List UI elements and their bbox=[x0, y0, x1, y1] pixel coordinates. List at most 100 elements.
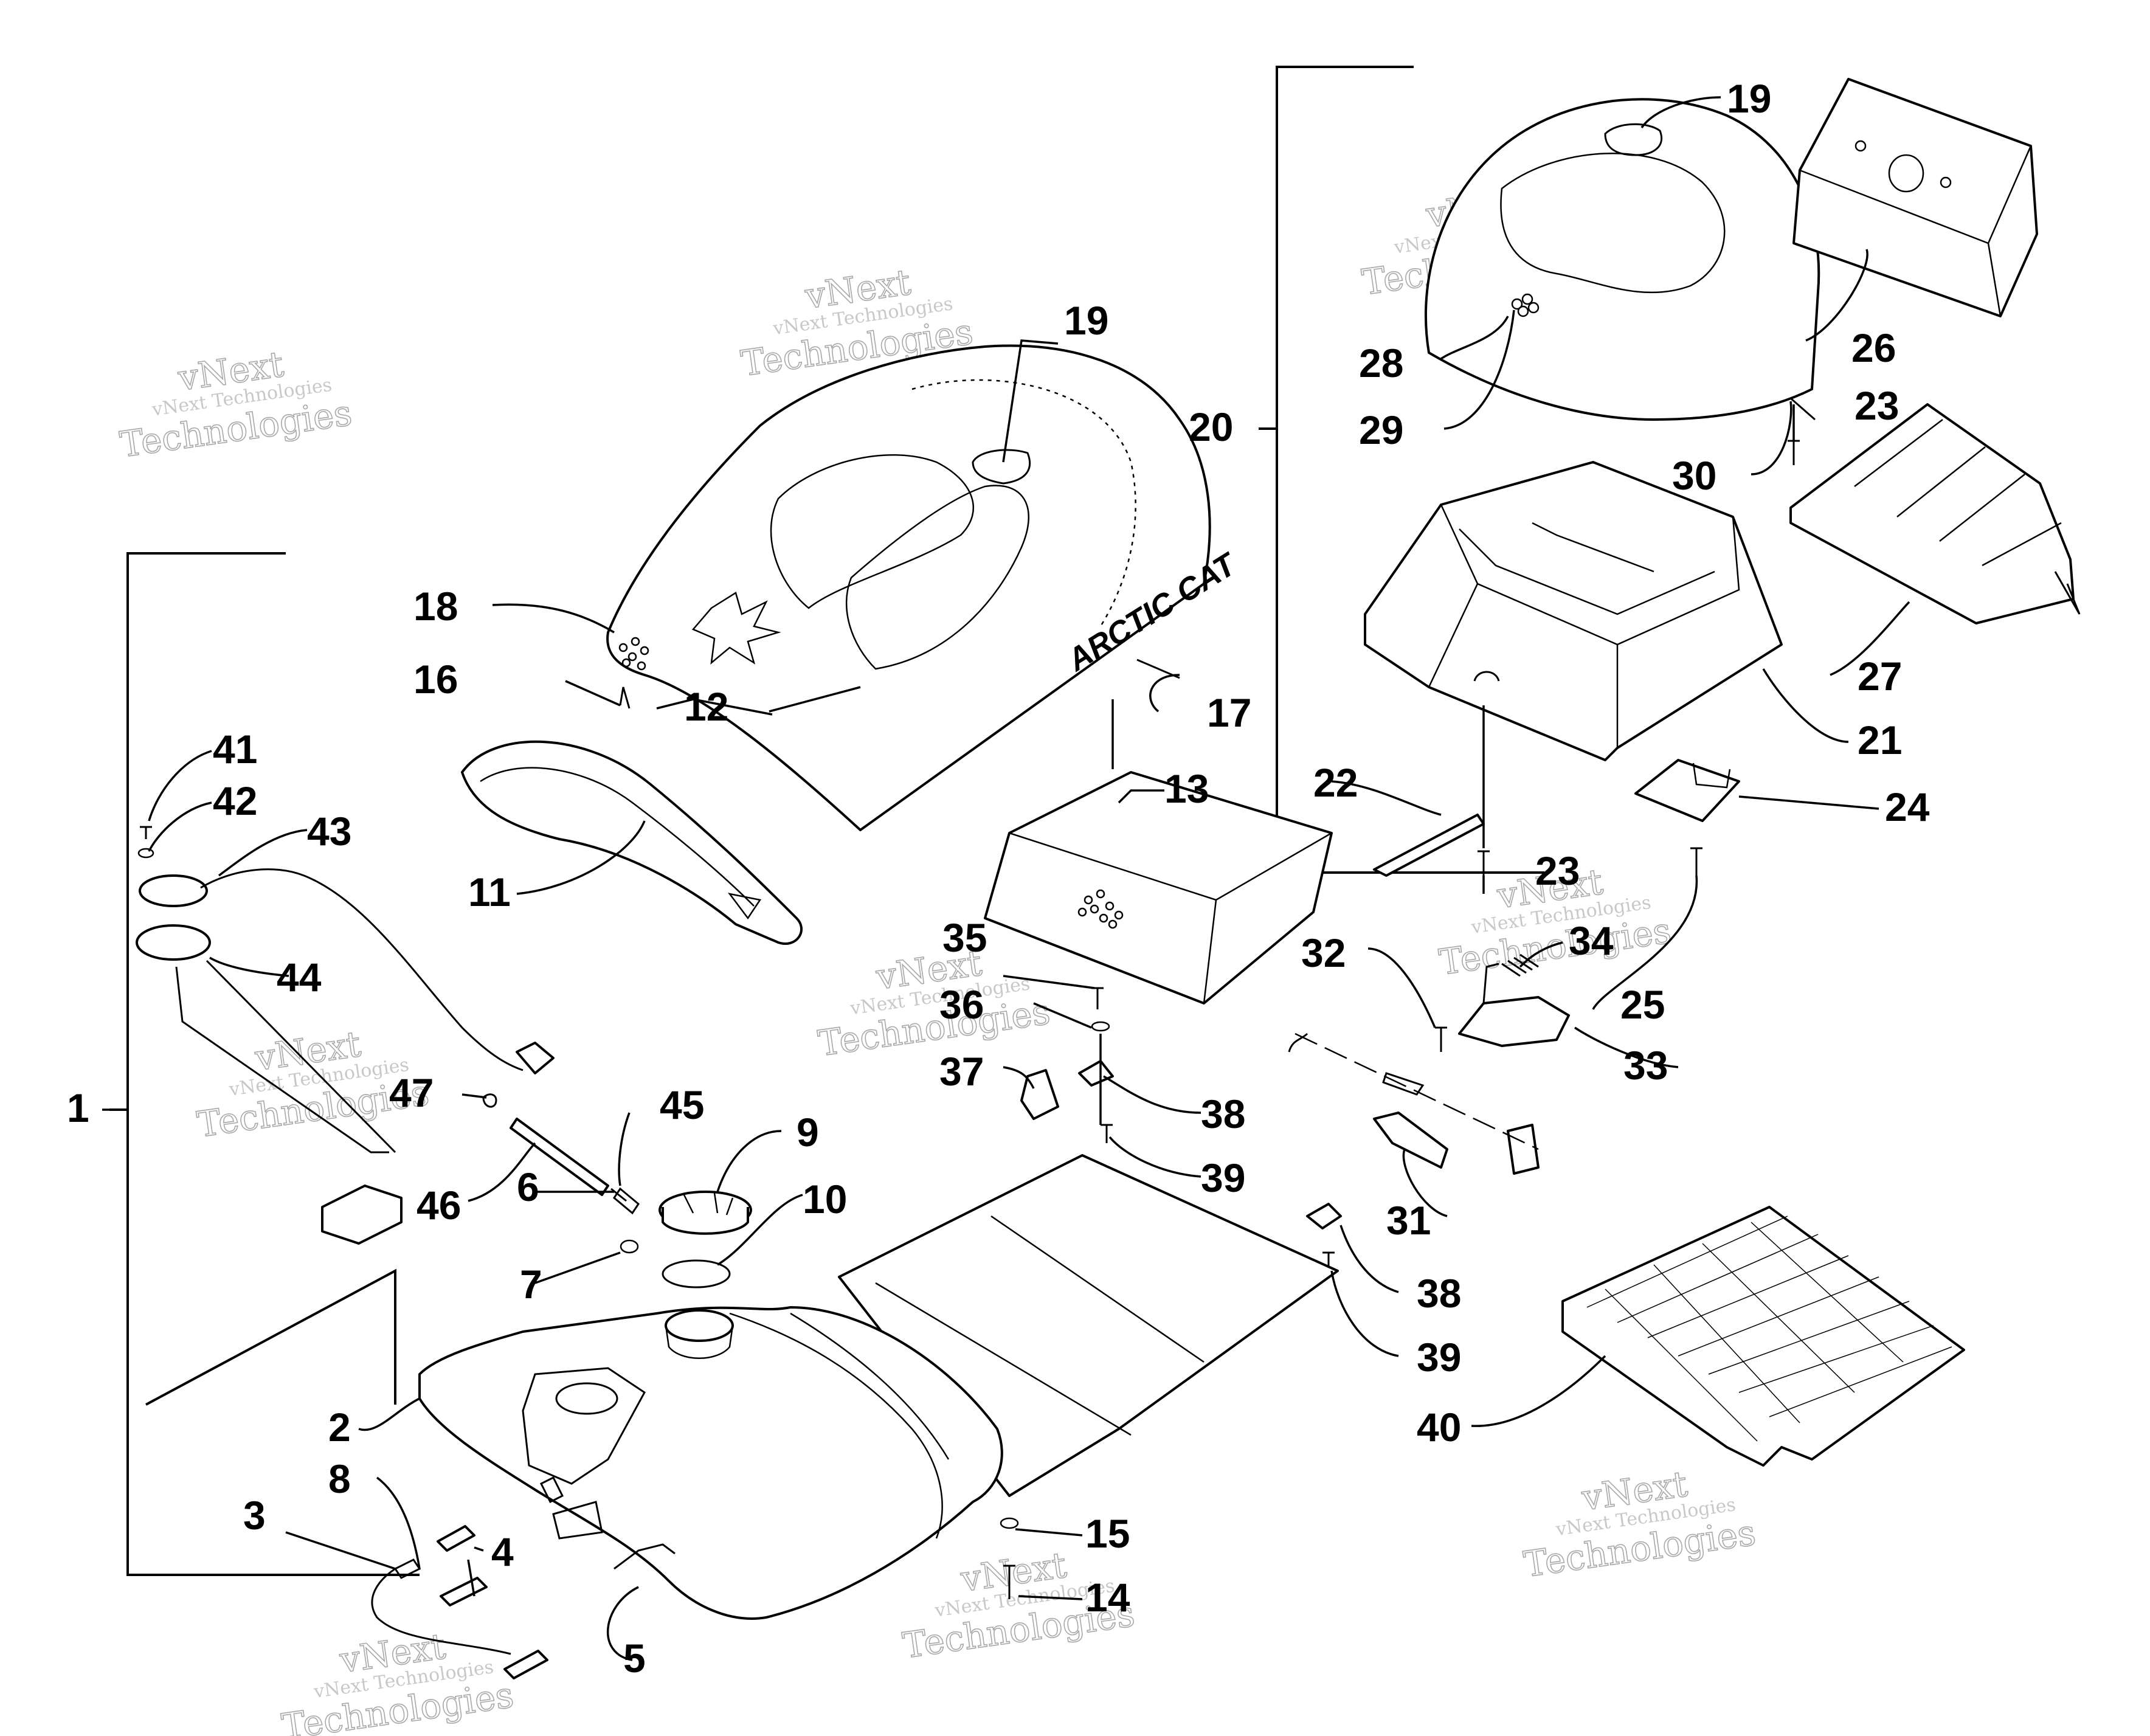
washer-42 bbox=[137, 848, 154, 859]
fuel-line-hoses bbox=[371, 1525, 548, 1679]
callout-25: 25 bbox=[1620, 982, 1665, 1027]
latch-spring-34 bbox=[1501, 953, 1539, 977]
callout-41: 41 bbox=[213, 727, 257, 772]
hose-4-lower bbox=[503, 1650, 548, 1679]
washer-36 bbox=[1091, 1021, 1110, 1032]
callout-47: 47 bbox=[389, 1070, 434, 1115]
callout-14: 14 bbox=[1085, 1575, 1130, 1620]
callout-10: 10 bbox=[803, 1177, 847, 1222]
grommet-7 bbox=[620, 1239, 639, 1254]
callout-42: 42 bbox=[213, 778, 257, 823]
callout-27: 27 bbox=[1858, 654, 1902, 699]
screw-35 bbox=[1091, 987, 1104, 1009]
backrest-emblem-29 bbox=[1511, 293, 1540, 317]
seat-front-cushion-left bbox=[770, 454, 975, 609]
fuel-pump-wire-43 bbox=[200, 868, 524, 1071]
hose-4-middle bbox=[440, 1577, 488, 1606]
fitting-6 bbox=[613, 1187, 640, 1215]
latch-rod bbox=[1382, 1072, 1425, 1096]
fuel-pump-float-arm bbox=[175, 960, 396, 1153]
hose-clamp-47 bbox=[482, 1093, 497, 1108]
callout-40: 40 bbox=[1417, 1405, 1461, 1450]
watermark-7: vNext vNext Technologies Technologies bbox=[278, 1625, 516, 1736]
gasket-10 bbox=[662, 1259, 731, 1288]
screw-14 bbox=[1003, 1565, 1015, 1599]
callout-4: 4 bbox=[491, 1529, 514, 1574]
watermark-2: vNext vNext Technologies Technologies bbox=[738, 261, 976, 385]
fuel-tank-vent-5 bbox=[614, 1543, 676, 1570]
fuel-pump-assembly bbox=[136, 868, 555, 1245]
callout-17: 17 bbox=[1207, 690, 1251, 735]
callout-24: 24 bbox=[1885, 784, 1930, 829]
callout-20: 20 bbox=[1189, 404, 1233, 449]
callout-21: 21 bbox=[1858, 718, 1902, 763]
callout-23a: 23 bbox=[1854, 383, 1899, 428]
fuel-tank-body bbox=[418, 1306, 1003, 1620]
callout-9: 9 bbox=[797, 1110, 819, 1155]
callout-2: 2 bbox=[328, 1405, 351, 1450]
callout-26: 26 bbox=[1851, 325, 1896, 370]
callout-38b: 38 bbox=[1417, 1271, 1461, 1316]
screw-39a bbox=[1101, 1124, 1113, 1143]
callout-33: 33 bbox=[1623, 1043, 1668, 1088]
seat-front: ARCTIC CAT bbox=[606, 344, 1244, 831]
seat-trim-11 bbox=[461, 740, 803, 945]
watermark-9: vNext vNext Technologies Technologies bbox=[1521, 1462, 1758, 1586]
callout-1: 1 bbox=[67, 1085, 89, 1130]
seat-front-vents bbox=[618, 637, 649, 671]
bracket-31 bbox=[1373, 1112, 1540, 1175]
latch-33 bbox=[1458, 953, 1570, 1047]
clip-38b bbox=[1306, 1203, 1342, 1229]
callout-31: 31 bbox=[1386, 1198, 1431, 1243]
callout-5: 5 bbox=[623, 1636, 646, 1681]
callout-35: 35 bbox=[942, 915, 987, 960]
callout-44: 44 bbox=[277, 955, 322, 1000]
callout-36: 36 bbox=[939, 982, 984, 1027]
callout-32: 32 bbox=[1301, 930, 1346, 975]
callout-39b: 39 bbox=[1417, 1335, 1461, 1380]
watermark-5: vNext vNext Technologies Technologies bbox=[815, 941, 1053, 1065]
screw-23b bbox=[1478, 850, 1490, 876]
callouts: 1 2 3 4 5 6 7 8 9 10 11 12 13 14 15 16 1… bbox=[67, 76, 1930, 1681]
seat-front-logo bbox=[691, 592, 781, 665]
callout-45: 45 bbox=[660, 1082, 704, 1127]
screw-23a bbox=[1788, 440, 1800, 465]
callout-29: 29 bbox=[1359, 407, 1403, 452]
callout-13: 13 bbox=[1164, 766, 1209, 811]
callout-18: 18 bbox=[413, 584, 458, 629]
callout-38a: 38 bbox=[1201, 1091, 1245, 1136]
strap-22 bbox=[1373, 814, 1485, 877]
screw-32 bbox=[1435, 1026, 1447, 1052]
callout-46: 46 bbox=[417, 1183, 461, 1228]
screw-25 bbox=[1690, 847, 1702, 876]
callout-22: 22 bbox=[1313, 760, 1358, 805]
clip-38a bbox=[1078, 1060, 1114, 1087]
hose-3 bbox=[371, 1568, 511, 1655]
latch-axis-line bbox=[1294, 1032, 1539, 1150]
backrest-28 bbox=[1425, 98, 1820, 421]
fuel-tank-2 bbox=[418, 1154, 1339, 1620]
callout-3: 3 bbox=[243, 1493, 266, 1538]
callout-11: 11 bbox=[468, 870, 511, 915]
callout-12: 12 bbox=[684, 684, 728, 729]
fuel-tank-pump-mount bbox=[522, 1367, 646, 1485]
seat-front-stitch bbox=[911, 379, 1136, 627]
bracket-24 bbox=[1634, 759, 1740, 822]
seat-clip-16 bbox=[619, 686, 631, 709]
callout-15: 15 bbox=[1085, 1511, 1130, 1556]
bracket-fuel-tank-outline bbox=[145, 1268, 396, 1406]
callout-34: 34 bbox=[1569, 918, 1614, 963]
callout-39a: 39 bbox=[1201, 1155, 1245, 1200]
watermark-1: vNext vNext Technologies Technologies bbox=[117, 343, 354, 466]
fuel-cap-9 bbox=[658, 1191, 752, 1235]
callout-19a: 19 bbox=[1064, 298, 1108, 343]
callout-19b: 19 bbox=[1727, 76, 1771, 121]
hose-4-upper bbox=[437, 1525, 475, 1552]
callout-7: 7 bbox=[520, 1262, 542, 1307]
rack-27 bbox=[1789, 403, 2081, 624]
storage-box-21 bbox=[1364, 461, 1783, 761]
seat-front-strap bbox=[972, 449, 1031, 485]
callout-43: 43 bbox=[307, 809, 351, 854]
callout-28: 28 bbox=[1359, 341, 1403, 386]
fuel-tank-filler-neck bbox=[665, 1309, 734, 1342]
